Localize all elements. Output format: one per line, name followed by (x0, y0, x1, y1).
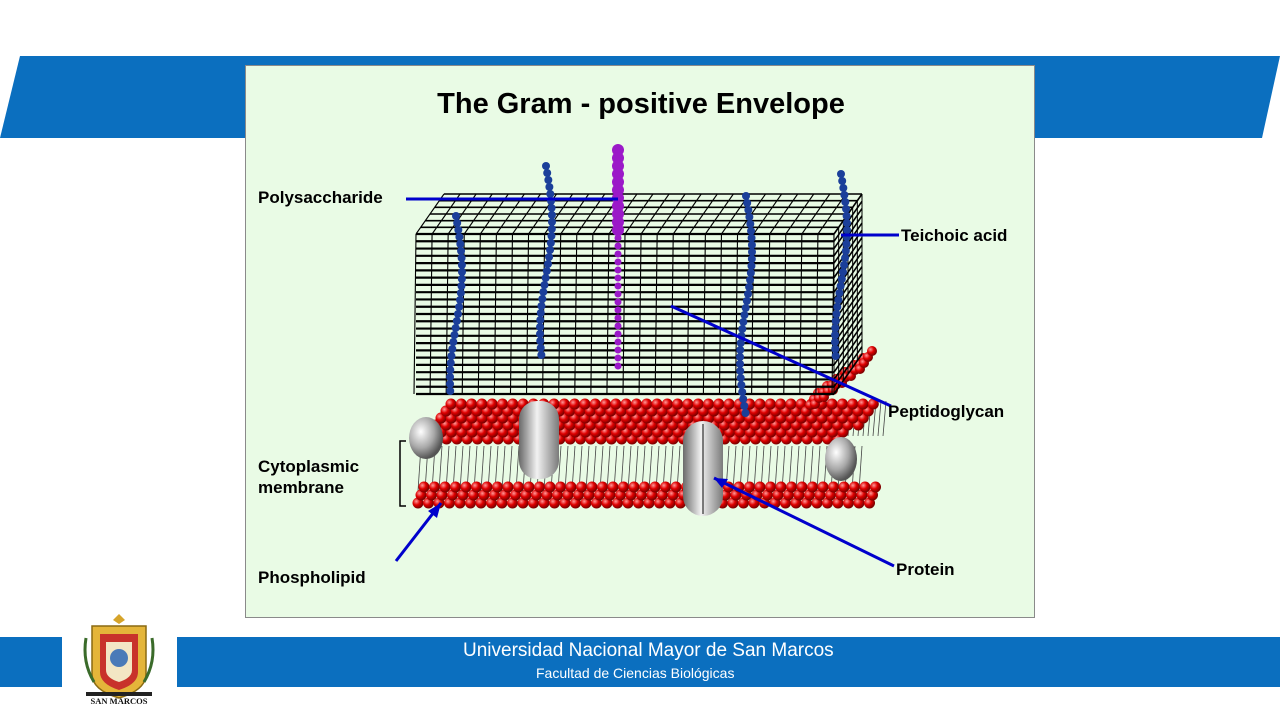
gram-positive-envelope-diagram: The Gram - positive Envelope Polysacchar… (245, 65, 1035, 618)
footer-faculty-name: Facultad de Ciencias Biológicas (536, 665, 735, 681)
teichoic-chain-4 (831, 170, 851, 360)
membrane-protein-right (825, 437, 857, 481)
footer-university-name: Universidad Nacional Mayor de San Marcos (463, 640, 834, 661)
teichoic-chain-3 (736, 192, 756, 417)
pointer-protein (713, 476, 895, 568)
pointer-lines (394, 197, 899, 568)
phospholipid-top-layer (420, 346, 879, 445)
label-cytoplasmic-line2: membrane (258, 478, 344, 497)
phospholipid-bottom-layer (412, 481, 881, 509)
label-protein: Protein (896, 560, 955, 579)
logo-text: SAN MARCOS (91, 696, 148, 706)
university-crest-icon: SAN MARCOS (83, 614, 155, 706)
polysaccharide-chain (612, 144, 624, 370)
footer-bar (177, 637, 1280, 687)
footer-bar-left (0, 637, 62, 687)
label-phospholipid: Phospholipid (258, 568, 366, 587)
teichoic-chain-1 (446, 212, 466, 395)
label-polysaccharide: Polysaccharide (258, 188, 383, 207)
peptidoglycan-mesh (413, 193, 863, 396)
label-cytoplasmic-membrane: Cytoplasmic membrane (258, 456, 359, 498)
arrowhead-protein (714, 478, 728, 488)
diagram-title: The Gram - positive Envelope (437, 88, 845, 120)
envelope-illustration (394, 144, 899, 568)
transmembrane-protein-labeled (683, 421, 723, 516)
transmembrane-protein-center (519, 401, 559, 479)
label-teichoic-acid: Teichoic acid (901, 226, 1008, 245)
teichoic-chain-2 (536, 162, 556, 359)
arrowhead-phospholipid (428, 503, 441, 518)
label-cytoplasmic-line1: Cytoplasmic (258, 457, 360, 476)
membrane-bracket (399, 440, 406, 507)
pointer-peptidoglycan (670, 304, 892, 408)
membrane-protein-left (409, 417, 443, 459)
label-peptidoglycan: Peptidoglycan (888, 402, 1005, 421)
